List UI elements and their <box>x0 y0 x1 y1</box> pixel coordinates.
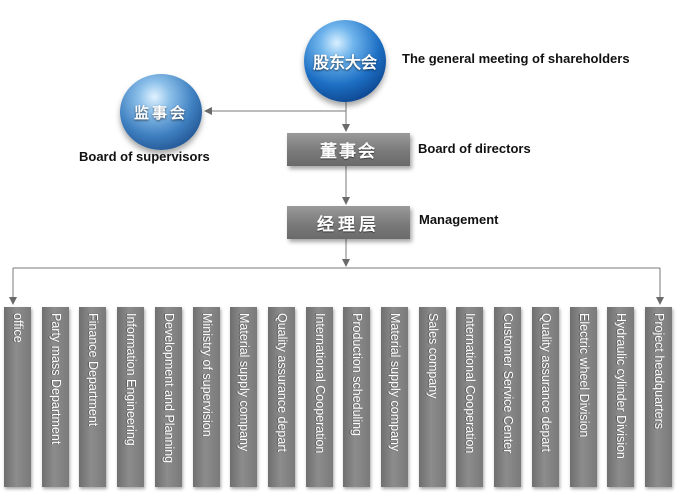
department-label: Quality assurance depart <box>275 313 289 452</box>
department-label: Sales company <box>426 313 440 399</box>
supervisors-cn-label: 监事会 <box>133 103 188 122</box>
supervisors-sphere: 监事会 <box>120 74 202 150</box>
department-label: International Cooperation <box>313 313 327 454</box>
department-box: Customer Service Center <box>494 307 521 487</box>
department-box: Quality assurance depart <box>268 307 295 487</box>
department-box: Material supply company <box>381 307 408 487</box>
department-label: Production scheduling <box>350 313 364 436</box>
department-box: Hydraulic cylinder Division <box>607 307 634 487</box>
board-label: Board of directors <box>418 141 531 156</box>
department-label: Material supply company <box>388 313 402 452</box>
department-box: Material supply company <box>230 307 257 487</box>
department-box: International Cooperation <box>306 307 333 487</box>
shareholders-sphere: 股东大会 <box>304 20 386 102</box>
department-label: Party mass Department <box>49 313 63 445</box>
department-box: Ministry of supervision <box>193 307 220 487</box>
department-box: Electric wheel Division <box>570 307 597 487</box>
department-label: office <box>11 313 25 343</box>
shareholders-cn-label: 股东大会 <box>312 53 377 72</box>
department-label: Customer Service Center <box>501 313 515 454</box>
department-box: office <box>4 307 31 487</box>
department-box: Project headquarters <box>645 307 672 487</box>
shareholders-label: The general meeting of shareholders <box>402 51 630 66</box>
management-box: 经理层 <box>287 206 410 239</box>
department-label: Project headquarters <box>652 313 666 430</box>
department-label: Quality assurance depart <box>539 313 553 452</box>
board-box: 董事会 <box>287 133 410 166</box>
management-label: Management <box>419 212 499 227</box>
board-cn-label: 董事会 <box>320 142 377 162</box>
department-box: Party mass Department <box>42 307 69 487</box>
management-cn-label: 经理层 <box>317 215 380 235</box>
department-box: Production scheduling <box>343 307 370 487</box>
department-box: International Cooperation <box>456 307 483 487</box>
department-label: International Cooperation <box>463 313 477 454</box>
department-box: Finance Department <box>79 307 106 487</box>
department-box: Quality assurance depart <box>532 307 559 487</box>
department-box: Information Engineering <box>117 307 144 487</box>
department-box: Sales company <box>419 307 446 487</box>
department-label: Electric wheel Division <box>577 313 591 438</box>
department-label: Hydraulic cylinder Division <box>614 313 628 459</box>
department-label: Ministry of supervision <box>200 313 214 437</box>
department-label: Information Engineering <box>124 313 138 446</box>
department-label: Finance Department <box>86 313 100 427</box>
supervisors-label: Board of supervisors <box>79 149 210 164</box>
department-label: Material supply company <box>237 313 251 452</box>
department-label: Development and Planning <box>162 313 176 464</box>
department-box: Development and Planning <box>155 307 182 487</box>
